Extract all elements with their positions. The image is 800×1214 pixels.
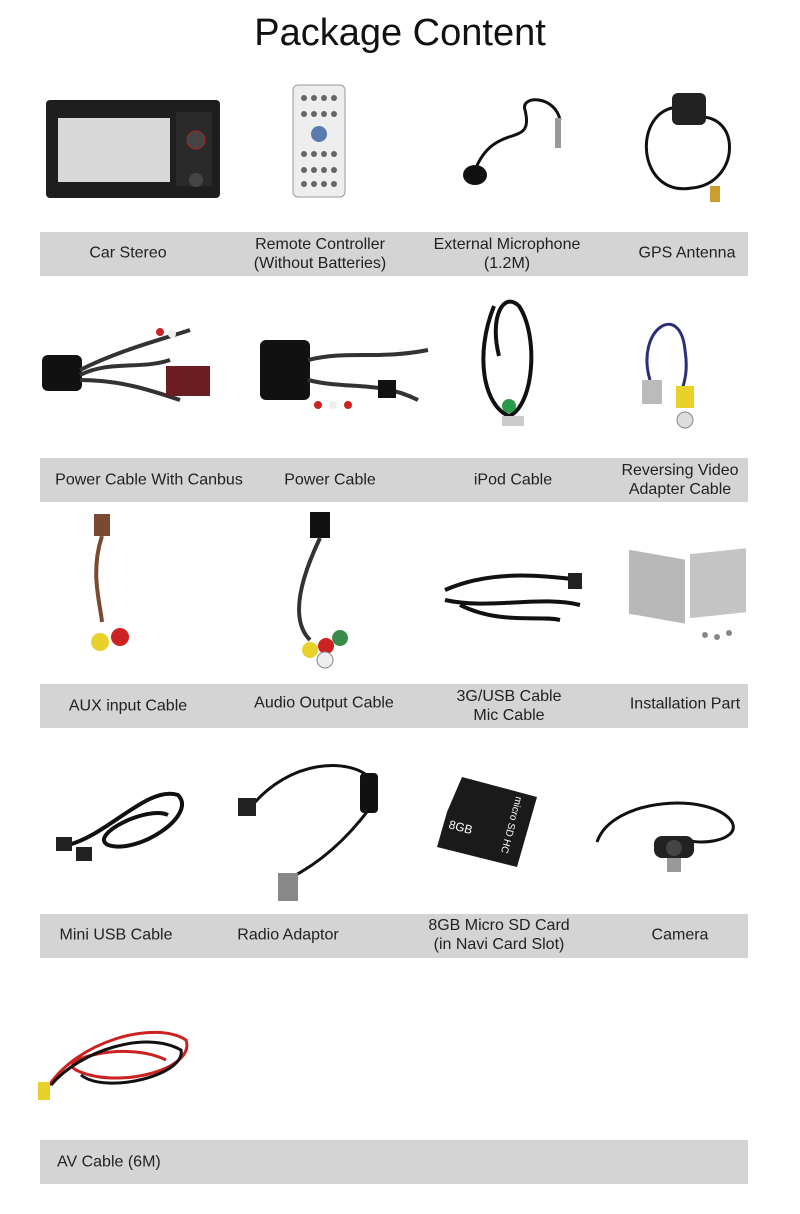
radio-adaptor-image	[238, 764, 378, 901]
gps-antenna-image	[644, 93, 731, 202]
camera-image	[595, 801, 735, 872]
label-band-row-5	[40, 1140, 748, 1184]
remote-controller-image	[292, 84, 346, 198]
ipod-cable-image	[481, 299, 534, 426]
item-label-power-canbus: Power Cable With Canbus	[55, 471, 243, 489]
power-cable-canbus-image	[42, 328, 210, 402]
item-label-sd-card: 8GB Micro SD Card(in Navi Card Slot)	[428, 917, 570, 953]
installation-part-image	[629, 548, 746, 640]
3g-usb-cable-image	[444, 573, 582, 622]
sd-capacity-text: 8GB	[447, 817, 474, 837]
item-label-camera: Camera	[651, 926, 709, 944]
micro-sd-card-image: 8GB micro SD HC	[437, 777, 537, 867]
item-label-gps: GPS Antenna	[638, 244, 736, 262]
label-band-row-3	[40, 684, 748, 728]
label-band-row-4	[40, 914, 748, 958]
reversing-video-adapter-image	[642, 322, 694, 429]
item-label-aux: AUX input Cable	[68, 697, 188, 715]
item-label-audio-output: Audio Output Cable	[254, 694, 394, 712]
item-label-radio-adaptor: Radio Adaptor	[237, 926, 339, 944]
item-label-av-cable: AV Cable (6M)	[57, 1153, 161, 1171]
audio-output-cable-image	[297, 512, 348, 669]
external-microphone-image	[463, 98, 562, 185]
item-label-remote: Remote Controller(Without Batteries)	[253, 236, 387, 272]
item-label-microphone: External Microphone(1.2M)	[433, 236, 581, 272]
aux-input-cable-image	[91, 514, 129, 651]
item-label-ipod: iPod Cable	[473, 471, 553, 489]
item-label-car-stereo: Car Stereo	[89, 244, 167, 262]
label-band-row-1	[40, 232, 748, 276]
label-band-row-2	[40, 458, 748, 502]
car-stereo-image	[46, 100, 220, 198]
item-label-power-cable: Power Cable	[284, 471, 376, 489]
page-title: Package Content	[254, 12, 546, 54]
av-cable-image	[38, 1030, 189, 1100]
mini-usb-cable-image	[56, 791, 184, 861]
item-label-installation: Installation Part	[629, 695, 741, 713]
item-label-mini-usb: Mini USB Cable	[59, 926, 173, 944]
power-cable-image	[260, 340, 429, 409]
